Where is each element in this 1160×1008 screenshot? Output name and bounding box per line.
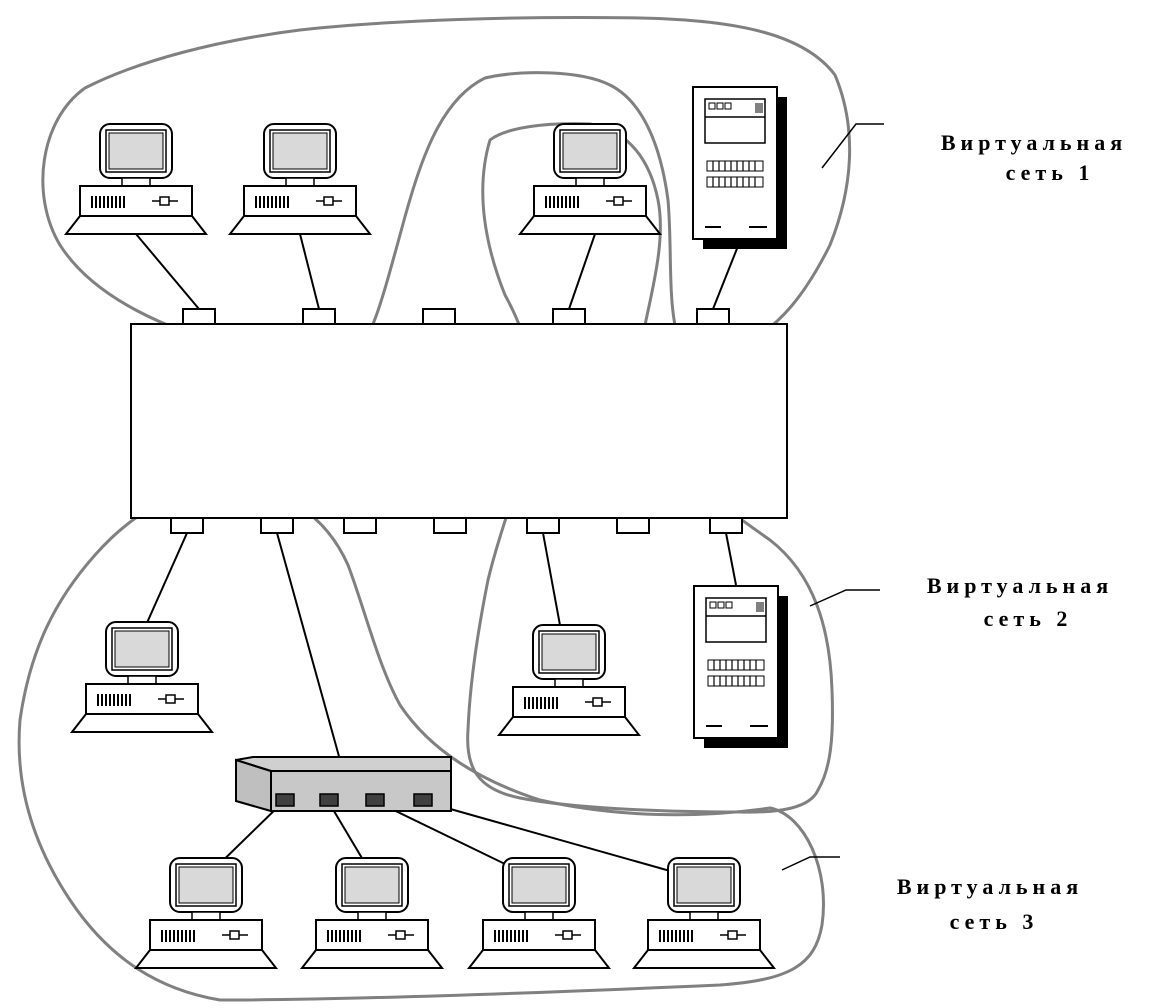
vlan3-label-line2: сеть 3 [950, 909, 1039, 934]
workstation-icon [71, 621, 213, 733]
server-icon [693, 585, 789, 749]
cable [421, 800, 703, 881]
cable [276, 532, 341, 761]
workstation-icon [301, 857, 443, 969]
hub-port [365, 793, 385, 807]
label-leaders [781, 123, 884, 871]
vlan2-label-line1: Виртуальная [927, 573, 1113, 598]
workstation-icon [498, 624, 640, 736]
switch-port [696, 308, 730, 325]
leader-line [781, 856, 840, 871]
vlan3-boundary [17, 488, 825, 1002]
workstation-icon [135, 857, 277, 969]
vlan3-label-line1: Виртуальная [897, 874, 1083, 899]
switch-port [343, 517, 377, 534]
cable [299, 233, 320, 310]
vlan1-label-line2: сеть 1 [1006, 160, 1095, 185]
switch-port [616, 517, 650, 534]
workstation-icon [468, 857, 610, 969]
switch [130, 323, 788, 519]
hub-port [275, 793, 295, 807]
server-icon [692, 86, 788, 250]
switch-port [552, 308, 586, 325]
switch-top-ports [182, 308, 730, 325]
hub-port [319, 793, 339, 807]
switch-port [170, 517, 204, 534]
hub-icon [235, 756, 452, 813]
workstation-icon [519, 123, 661, 235]
switch-port [422, 308, 456, 325]
switch-port [302, 308, 336, 325]
workstation-icon [633, 857, 775, 969]
switch-port [260, 517, 294, 534]
cable [135, 233, 200, 310]
workstation-icon [65, 123, 207, 235]
hub-port [413, 793, 433, 807]
vlan1-label-line1: Виртуальная [941, 130, 1127, 155]
cable [725, 532, 737, 586]
switch-port [526, 517, 560, 534]
switch-bottom-ports [170, 517, 743, 534]
cable [568, 233, 596, 310]
switch-port [182, 308, 216, 325]
leader-line [821, 123, 884, 169]
workstation-icon [229, 123, 371, 235]
leader-line [809, 589, 880, 607]
switch-port [433, 517, 467, 534]
vlan2-label-line2: сеть 2 [984, 606, 1073, 631]
switch-port [709, 517, 743, 534]
